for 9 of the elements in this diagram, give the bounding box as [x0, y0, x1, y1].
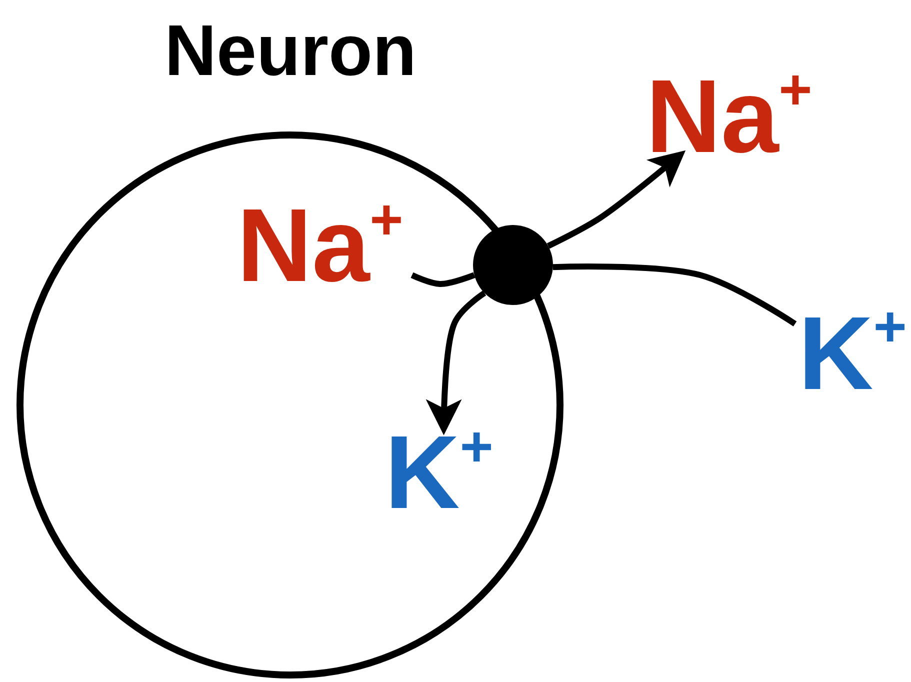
cell-heading: Neuron	[164, 15, 418, 87]
connector-line	[410, 272, 476, 287]
arrow	[426, 290, 486, 436]
arrow	[546, 150, 686, 249]
ion-label: Na$^{+}$	[228, 200, 412, 292]
ion-label: K$^{+}$	[795, 315, 910, 392]
ion-label: K$^{+}$	[378, 428, 500, 518]
ion-label: Na$^{+}$	[640, 78, 818, 155]
connector-line	[552, 264, 797, 326]
